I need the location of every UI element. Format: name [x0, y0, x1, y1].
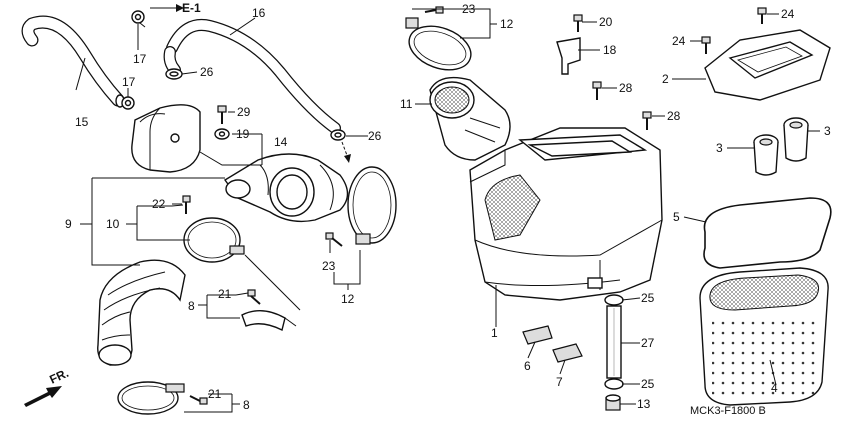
bolt-20: [573, 14, 583, 32]
callout-8-upper: 8: [188, 299, 195, 313]
callout-17-upper: 17: [133, 52, 147, 66]
screw-21-lower: [189, 395, 208, 405]
callout-21-upper: 21: [218, 287, 232, 301]
callout-12-upper: 12: [500, 17, 514, 31]
callout-17-lower: 17: [122, 75, 136, 89]
bolt-24-upper: [757, 7, 767, 24]
callout-29: 29: [237, 105, 251, 119]
callout-11: 11: [400, 97, 413, 111]
seal-ring-5: [703, 197, 832, 269]
damper-3-right: [783, 117, 809, 162]
bolt-24-lower: [701, 36, 711, 54]
callout-21-lower: 21: [208, 387, 222, 401]
callout-3-right: 3: [824, 124, 831, 138]
callout-18: 18: [603, 43, 617, 57]
callout-22: 22: [152, 197, 166, 211]
callout-20: 20: [599, 15, 613, 29]
screw-21-upper: [247, 289, 261, 305]
callout-24-upper: 24: [781, 7, 795, 21]
screw-23-middle: [325, 232, 343, 247]
connecting-tube-10: [223, 153, 349, 223]
grommet-19: [214, 128, 230, 140]
callout-28-lower: 28: [667, 109, 681, 123]
clip-6: [522, 325, 553, 345]
screw-23-upper: [424, 6, 444, 14]
callout-26-lower: 26: [368, 129, 382, 143]
callout-16: 16: [252, 6, 266, 20]
hose-clip-17-lower: [121, 96, 135, 110]
leader-lines: [75, 8, 820, 413]
callout-24-lower: 24: [672, 34, 686, 48]
clamp-25-lower: [604, 378, 624, 390]
damper-3-left: [753, 134, 779, 176]
air-cleaner-case-1: [469, 127, 663, 301]
callout-labels: 15 17 17 E-1 16 26 26 29 19 14 22 9 10 2…: [47, 1, 831, 417]
callout-23-middle: 23: [322, 259, 336, 273]
callout-3-left: 3: [716, 141, 723, 155]
callout-2: 2: [662, 72, 669, 86]
diagram-code: MCK3-F1800 B: [690, 405, 766, 417]
callout-27: 27: [641, 336, 655, 350]
air-filter-element-4: [699, 267, 829, 406]
leader-arrow-26: [341, 141, 349, 159]
plug-13: [605, 394, 621, 411]
callout-25-lower: 25: [641, 377, 655, 391]
callout-10: 10: [106, 217, 120, 231]
screw-22: [182, 195, 191, 214]
arrow-head-26: [344, 154, 351, 163]
hose-clip-17-upper: [131, 10, 146, 28]
callout-12-middle: 12: [341, 292, 355, 306]
callout-19: 19: [236, 127, 250, 141]
bracket-18: [556, 37, 581, 75]
e1-reference-arrow: [150, 4, 184, 12]
callout-13: 13: [637, 397, 651, 411]
front-direction-arrow: [24, 386, 62, 407]
callout-9: 9: [65, 217, 72, 231]
air-cleaner-cover-2: [704, 29, 831, 101]
callout-4: 4: [771, 381, 778, 395]
band-12-upper: [405, 17, 472, 71]
band-12-middle: [347, 166, 397, 245]
callout-25-upper: 25: [641, 291, 655, 305]
callout-28-upper: 28: [619, 81, 633, 95]
band-8-upper: [241, 310, 297, 332]
callout-6: 6: [524, 359, 531, 373]
breather-hose-16: [163, 19, 341, 134]
clip-7: [552, 343, 583, 363]
hose-clip-26-lower: [330, 129, 346, 141]
callout-14: 14: [274, 135, 288, 149]
bellows-tube-9: [97, 259, 186, 366]
tube-band-10: [183, 217, 245, 263]
ref-e1: E-1: [182, 1, 201, 15]
callout-7: 7: [556, 375, 563, 389]
hose-clip-26-upper: [165, 68, 183, 80]
callout-26-upper: 26: [200, 65, 214, 79]
breather-hose-15: [21, 15, 125, 108]
callout-15: 15: [75, 115, 89, 129]
callout-5: 5: [673, 210, 680, 224]
intake-funnel-11: [429, 76, 511, 161]
clamp-25-upper: [604, 294, 624, 306]
front-label: FR.: [47, 366, 70, 387]
callout-1: 1: [491, 326, 498, 340]
bolt-29: [217, 105, 227, 124]
bolt-28-lower: [642, 111, 652, 130]
callout-23-upper: 23: [462, 2, 476, 16]
band-8-lower: [117, 381, 185, 415]
callout-8-lower: 8: [243, 398, 250, 412]
bolt-28-upper: [592, 81, 602, 100]
breather-chamber-14: [131, 104, 201, 173]
drain-tube-27: [606, 305, 622, 379]
